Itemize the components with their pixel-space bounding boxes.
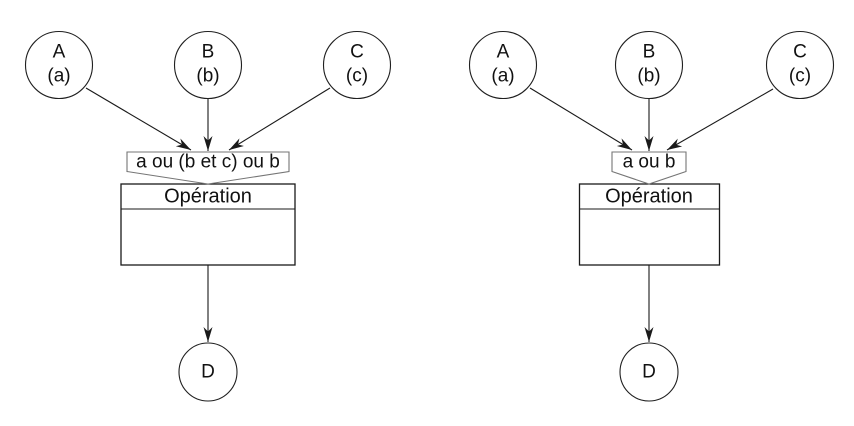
result-node-d: D [619, 342, 679, 402]
event-capacity: (c) [789, 66, 811, 87]
event-circle [24, 30, 94, 100]
event-capacity: (a) [491, 66, 514, 87]
event-capacity: (c) [346, 66, 368, 87]
event-node-c: C (c) [765, 30, 835, 100]
event-capacity: (a) [47, 66, 70, 87]
event-node-b: B (b) [614, 30, 684, 100]
operation-label: Opération [605, 186, 693, 208]
event-name: C [793, 42, 807, 63]
result-circle [178, 342, 238, 402]
event-circle [614, 30, 684, 100]
event-node-a: A (a) [468, 30, 538, 100]
event-circle [173, 30, 243, 100]
event-circle [322, 30, 392, 100]
event-name: A [53, 42, 66, 63]
arrow-a-to-sync [529, 87, 633, 151]
event-circle [765, 30, 835, 100]
operation-box [120, 183, 296, 266]
diagram-right: Opération a ou b A (a) B (b) C (c) D [468, 30, 835, 402]
event-capacity: (b) [196, 66, 219, 87]
event-node-b: B (b) [173, 30, 243, 100]
sync-box [126, 151, 290, 185]
result-node-d: D [178, 342, 238, 402]
event-node-c: C (c) [322, 30, 392, 100]
event-node-a: A (a) [24, 30, 94, 100]
event-name: A [497, 42, 510, 63]
result-name: D [201, 362, 215, 383]
event-name: B [643, 42, 656, 63]
diagram-left: Opération a ou (b et c) ou b A (a) B (b)… [24, 30, 392, 402]
event-name: C [350, 42, 364, 63]
arrow-c-to-sync [228, 87, 331, 151]
sync-condition-label: a ou (b et c) ou b [136, 152, 280, 173]
result-name: D [642, 362, 656, 383]
event-name: B [202, 42, 215, 63]
event-circle [468, 30, 538, 100]
result-circle [619, 342, 679, 402]
operation-label: Opération [164, 186, 252, 208]
arrow-c-to-sync [666, 88, 774, 151]
arrow-a-to-sync [85, 87, 192, 151]
sync-box [611, 151, 687, 185]
sync-condition-label: a ou b [623, 152, 676, 173]
event-capacity: (b) [637, 66, 660, 87]
